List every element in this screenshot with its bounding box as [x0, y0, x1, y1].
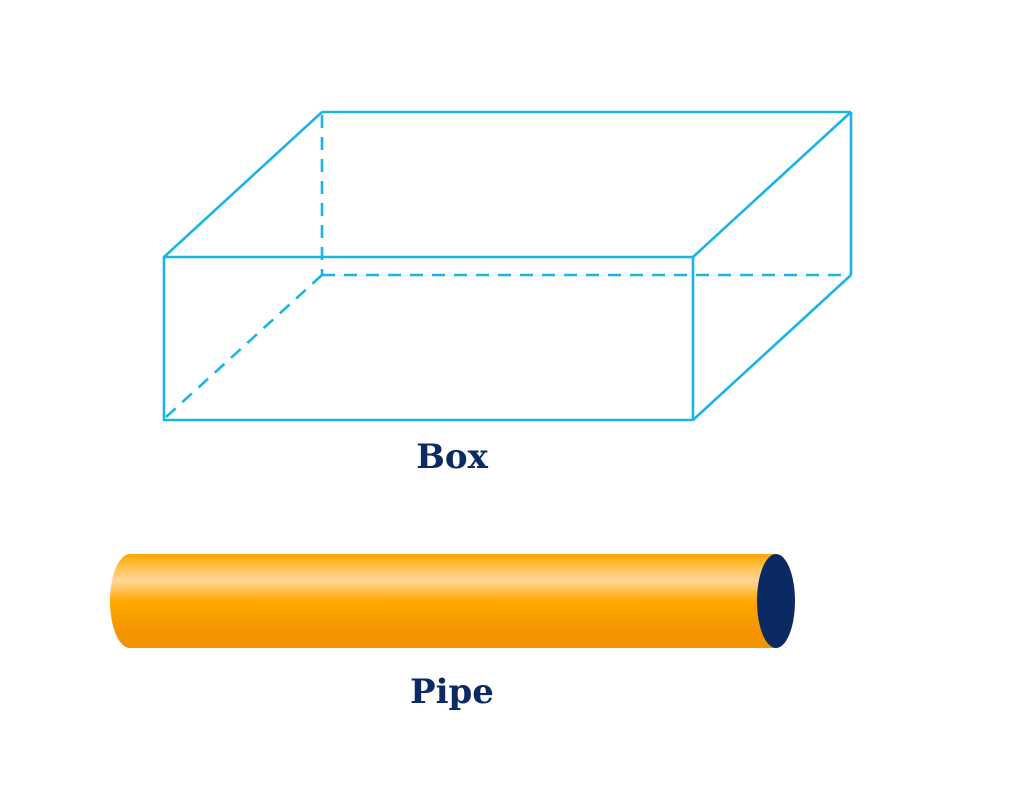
- box-front-face: [162, 255, 695, 422]
- box-top-edge: [692, 111, 852, 258]
- box-right-edge: [692, 274, 852, 421]
- box-hidden-edge: [165, 274, 323, 418]
- pipe-body: [110, 554, 776, 648]
- pipe-label: Pipe: [410, 672, 494, 712]
- wireframe-box-icon: [162, 110, 853, 422]
- pipe-end-cap: [757, 554, 795, 648]
- cylinder-pipe-icon: [110, 554, 795, 648]
- box-label: Box: [416, 437, 488, 477]
- box-top-edge: [163, 111, 323, 258]
